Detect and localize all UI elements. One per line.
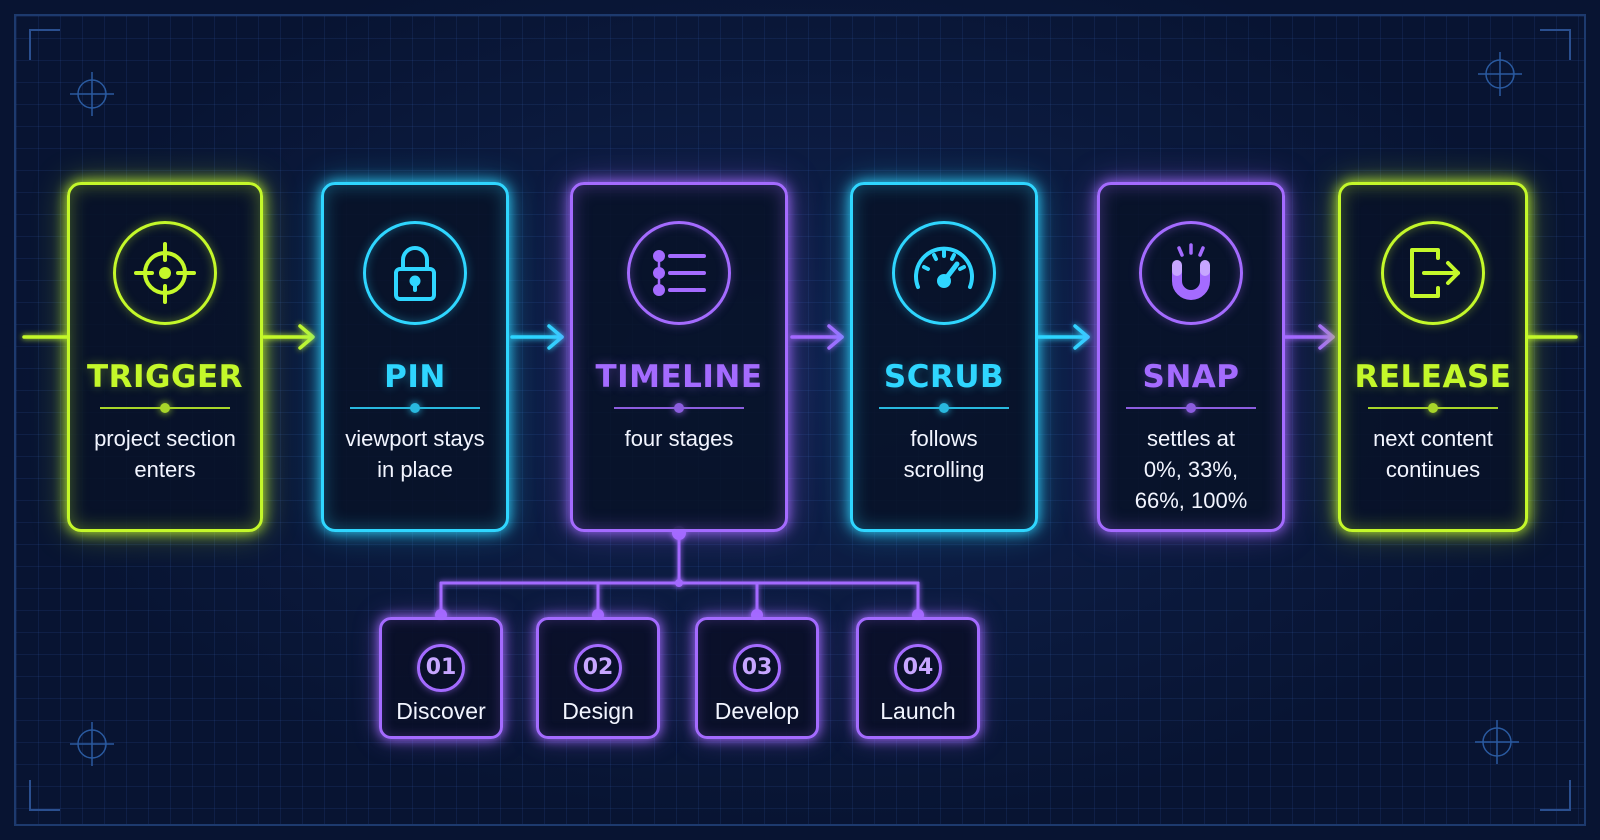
stage-number: 02 bbox=[574, 644, 622, 692]
step-divider bbox=[350, 403, 480, 413]
crosshair-mark-bottom-right bbox=[1475, 720, 1519, 764]
step-card-scrub: SCRUB follows scrolling bbox=[850, 182, 1038, 532]
magnet-icon bbox=[1139, 221, 1243, 325]
stage-number: 03 bbox=[733, 644, 781, 692]
step-title: SNAP bbox=[1142, 359, 1240, 395]
step-divider bbox=[1368, 403, 1498, 413]
arrow-trigger-to-pin bbox=[262, 324, 315, 350]
step-description: next content continues bbox=[1373, 426, 1493, 482]
corner-bracket-top-right bbox=[1540, 29, 1571, 60]
list-icon bbox=[627, 221, 731, 325]
step-card-pin: PIN viewport stays in place bbox=[321, 182, 509, 532]
crosshair-mark-top-left bbox=[70, 72, 114, 116]
step-description: settles at 0%, 33%, 66%, 100% bbox=[1134, 426, 1248, 513]
lock-icon bbox=[363, 221, 467, 325]
step-title: PIN bbox=[384, 359, 446, 395]
arrow-snap-to-release bbox=[1283, 324, 1335, 350]
step-title: RELEASE bbox=[1354, 359, 1512, 395]
step-divider bbox=[614, 403, 744, 413]
stage-card-discover: 01 Discover bbox=[379, 617, 503, 739]
step-description: follows scrolling bbox=[903, 426, 985, 482]
stage-number: 01 bbox=[417, 644, 465, 692]
stage-label: Launch bbox=[880, 698, 956, 724]
crosshair-icon bbox=[113, 221, 217, 325]
arrow-scrub-to-snap bbox=[1036, 324, 1090, 350]
arrow-timeline-to-scrub bbox=[790, 324, 844, 350]
stage-label: Discover bbox=[396, 698, 486, 724]
step-description: four stages bbox=[624, 426, 734, 451]
step-divider bbox=[1126, 403, 1256, 413]
step-divider bbox=[100, 403, 230, 413]
speedometer-icon bbox=[892, 221, 996, 325]
step-card-snap: SNAP settles at 0%, 33%, 66%, 100% bbox=[1097, 182, 1285, 532]
corner-brackets bbox=[29, 29, 1571, 811]
branch-node-center bbox=[675, 579, 683, 587]
corner-bracket-top-left bbox=[29, 29, 60, 60]
timeline-branch-lines bbox=[439, 531, 920, 617]
step-card-timeline: TIMELINE four stages bbox=[570, 182, 788, 532]
stage-number: 04 bbox=[894, 644, 942, 692]
corner-bracket-bottom-left bbox=[29, 780, 60, 811]
stage-card-develop: 03 Develop bbox=[695, 617, 819, 739]
step-divider bbox=[879, 403, 1009, 413]
arrow-pin-to-timeline bbox=[510, 324, 564, 350]
step-description: viewport stays in place bbox=[345, 426, 485, 482]
step-description: project section enters bbox=[94, 426, 236, 482]
exit-icon bbox=[1381, 221, 1485, 325]
step-card-trigger: TRIGGER project section enters bbox=[67, 182, 263, 532]
crosshair-mark-top-right bbox=[1478, 52, 1522, 96]
crosshair-mark-bottom-left bbox=[70, 722, 114, 766]
stage-label: Develop bbox=[714, 698, 800, 724]
corner-bracket-bottom-right bbox=[1540, 780, 1571, 811]
step-title: TIMELINE bbox=[595, 359, 763, 395]
step-card-release: RELEASE next content continues bbox=[1338, 182, 1528, 532]
stage-label: Design bbox=[562, 698, 634, 724]
stage-card-design: 02 Design bbox=[536, 617, 660, 739]
step-title: TRIGGER bbox=[87, 359, 243, 395]
step-title: SCRUB bbox=[883, 359, 1005, 395]
stage-card-launch: 04 Launch bbox=[856, 617, 980, 739]
